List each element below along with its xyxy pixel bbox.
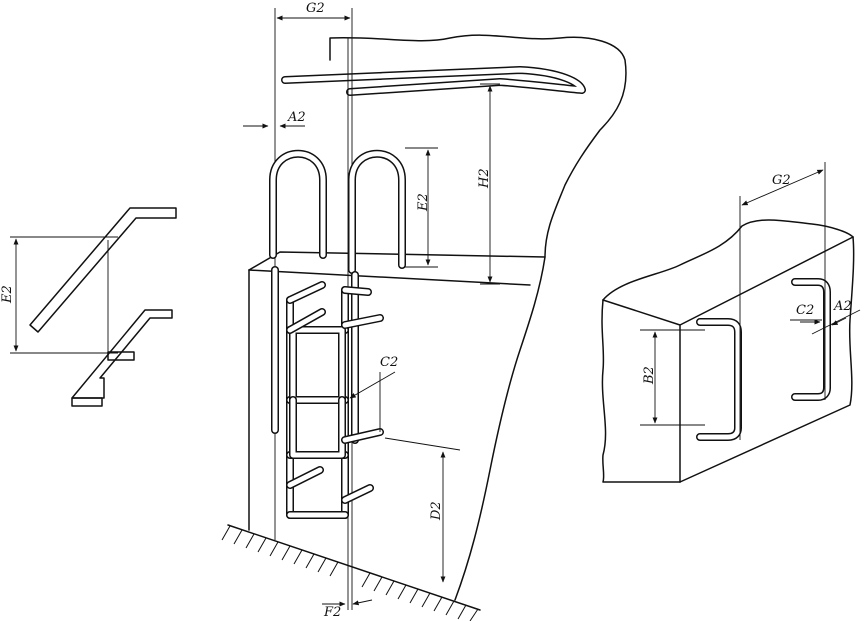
left-e2-label: E2: [0, 285, 15, 304]
main-c2-leader: [349, 371, 396, 399]
right-block-break-top: [602, 219, 854, 301]
main-g2-label: G2: [306, 1, 325, 16]
right-staple-back: [791, 278, 831, 401]
main-f2-arrow-right: [352, 599, 373, 606]
wall-top-edge: [248, 251, 546, 271]
main-view: G2 A2 E2 H2 C2 D2 F2: [221, 1, 627, 621]
right-a2-label: A2: [833, 299, 852, 314]
left-hoop: [269, 149, 327, 259]
right-g2-dimension: [741, 169, 824, 206]
left-rung-foot: [71, 397, 103, 407]
right-b2-label: B2: [642, 366, 657, 385]
main-c2-label: C2: [380, 355, 398, 370]
right-detail: G2 B2 C2 A2: [601, 162, 861, 483]
right-a2-arrow: [831, 317, 847, 326]
right-staple-front: [696, 318, 742, 441]
left-rung-bar: [71, 309, 173, 399]
ladder-rungs: [286, 281, 384, 519]
main-d2-ext-top: [384, 437, 461, 451]
wall-front-top: [248, 269, 531, 286]
right-block-front-top: [602, 236, 854, 483]
right-block-break-right: [679, 236, 855, 483]
left-detail: E2: [0, 207, 177, 407]
right-g2-label: G2: [772, 173, 791, 188]
left-rung-mid: [107, 351, 135, 361]
ground-line: [221, 524, 481, 621]
wall-break-line: [329, 34, 627, 601]
right-c2-label: C2: [796, 303, 814, 318]
main-h2-label: H2: [477, 168, 492, 189]
main-d2-label: D2: [429, 501, 444, 521]
main-a2-label: A2: [287, 110, 306, 125]
left-bent-rod: [29, 207, 177, 333]
right-block-break-left: [601, 299, 681, 483]
main-e2-label: E2: [416, 193, 431, 212]
main-f2-label: F2: [323, 605, 341, 620]
right-hoop: [348, 149, 406, 274]
